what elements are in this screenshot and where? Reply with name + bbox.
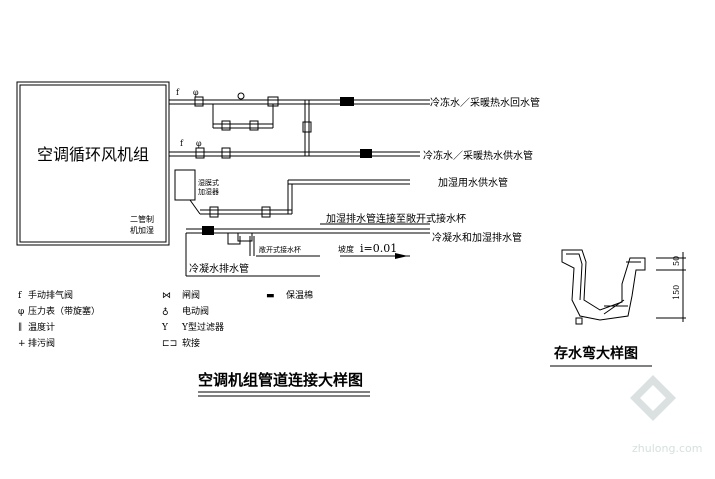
- ahu-corner-label-2: 机加湿: [130, 225, 154, 235]
- legend-label: Y型过滤器: [181, 321, 224, 333]
- humidifier-label-2: 加湿器: [198, 187, 219, 196]
- watermark-logo: zhulong.com: [630, 375, 702, 455]
- legend-symbol: ⊏⊐: [162, 339, 177, 349]
- svg-text:φ: φ: [193, 88, 199, 97]
- trap-detail: 50 150 存水弯大样图: [550, 249, 686, 367]
- condensate-mix-label: 冷凝水和加湿排水管: [432, 231, 522, 244]
- slope-label: 坡度: [338, 244, 354, 254]
- legend-symbol: ♁: [162, 307, 169, 317]
- ahu-title: 空调循环风机组: [37, 145, 149, 164]
- legend-label: 闸阀: [182, 290, 200, 301]
- legend: f 手动排气阀 φ 压力表（带旋塞） ∥ 温度计 + 排污阀 ⋈ 闸阀 ♁ 电动…: [18, 289, 313, 349]
- trap-title: 存水弯大样图: [554, 345, 638, 362]
- condensate-drain-label: 冷凝水排水管: [189, 262, 249, 275]
- legend-label: 手动排气阀: [28, 289, 73, 301]
- supply-pipe: f φ: [169, 139, 420, 159]
- supply-pipe-label: 冷冻水／采暖热水供水管: [423, 149, 533, 162]
- legend-symbol: ⋈: [162, 291, 171, 301]
- ahu-unit: 空调循环风机组 二管制 机加湿: [16, 81, 170, 246]
- watermark-text: zhulong.com: [632, 442, 702, 455]
- drain-lines: [185, 223, 430, 277]
- legend-label: 温度计: [28, 321, 55, 333]
- humid-drain-note: 加湿排水管连接至敞开式接水杯: [326, 212, 466, 225]
- open-cup-label: 敞开式接水杯: [259, 245, 301, 254]
- legend-symbol: +: [18, 339, 26, 349]
- legend-symbol: φ: [18, 307, 24, 317]
- svg-text:φ: φ: [196, 139, 202, 148]
- legend-label: 保温棉: [286, 289, 313, 301]
- humidifier-label-1: 湿膜式: [198, 178, 219, 187]
- legend-label: 排污阀: [28, 337, 55, 349]
- legend-symbol: f: [18, 291, 22, 301]
- insulation-mark: [340, 97, 354, 106]
- legend-label: 电动阀: [182, 305, 209, 317]
- legend-label: 压力表（带旋塞）: [28, 305, 100, 317]
- return-pipe: f φ: [169, 88, 430, 131]
- legend-symbol: ∥: [18, 322, 22, 333]
- return-pipe-label: 冷冻水／采暖热水回水管: [430, 96, 540, 109]
- svg-text:f: f: [180, 139, 184, 148]
- ahu-corner-label-1: 二管制: [130, 214, 154, 224]
- legend-label: 软接: [182, 337, 200, 349]
- legend-symbol: Y: [161, 323, 169, 333]
- dim-150: 150: [672, 285, 681, 300]
- main-title: 空调机组管道连接大样图: [198, 371, 363, 389]
- humidifier-box: 湿膜式 加湿器: [174, 169, 219, 201]
- humid-supply-pipe: [189, 179, 410, 218]
- svg-text:f: f: [176, 88, 180, 97]
- humid-supply-label: 加湿用水供水管: [438, 176, 508, 189]
- dim-50: 50: [672, 256, 681, 266]
- slope-value: i=0.01: [360, 242, 397, 255]
- legend-symbol: ▬: [266, 291, 275, 301]
